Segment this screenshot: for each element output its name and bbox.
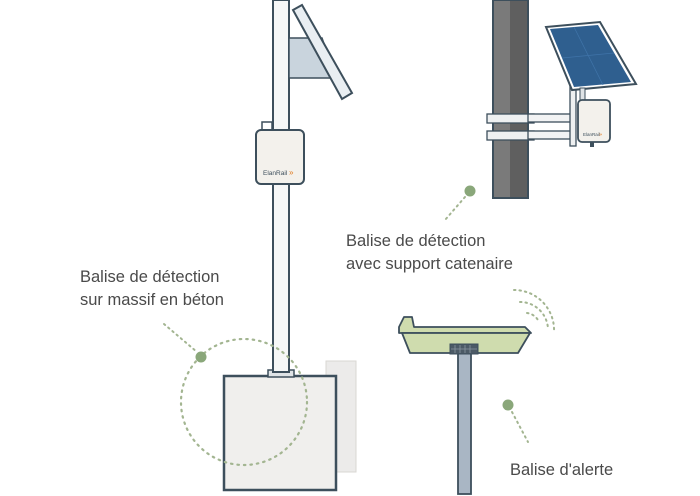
alert-housing-top	[398, 316, 532, 334]
detection-box-logo: ElanRail	[583, 132, 600, 137]
cable-gland	[590, 142, 594, 147]
catenary-mount-beacon: ElanRail »	[444, 0, 638, 221]
logo-glyph-icon: »	[289, 168, 294, 177]
label-line: Balise d'alerte	[510, 461, 614, 479]
label-line: sur massif en béton	[80, 291, 224, 309]
support-arm	[527, 113, 574, 123]
pointer-dot	[502, 399, 514, 411]
pointer-dot	[464, 185, 476, 197]
alert-pole	[457, 347, 472, 495]
pointer-dot	[195, 351, 207, 363]
label-massif-beton: Balise de détection sur massif en béton	[80, 266, 224, 312]
pointer-line	[163, 323, 198, 353]
clamp-lower	[486, 130, 535, 141]
pole	[272, 0, 290, 373]
solar-panel	[291, 3, 354, 101]
alert-beacon	[398, 288, 556, 495]
detection-box	[255, 129, 305, 185]
label-line: Balise de détection	[346, 232, 486, 250]
pointer-line	[444, 196, 466, 221]
solar-panel-cells	[550, 25, 631, 87]
signal-wave-icon	[513, 288, 556, 333]
signal-wave-icon	[519, 301, 549, 331]
concrete-mount-beacon: ElanRail »	[163, 0, 357, 492]
detection-box-logo: ElanRail	[263, 170, 288, 177]
panel-cell-line	[561, 52, 615, 59]
highlight-circle	[179, 337, 309, 467]
label-line: avec support catenaire	[346, 255, 513, 273]
alert-housing	[401, 332, 531, 354]
pointer-line	[511, 411, 529, 443]
clamp-upper	[486, 113, 535, 124]
signal-wave-icon	[526, 312, 540, 323]
logo-glyph-icon: »	[599, 132, 602, 138]
label-line: Balise de détection	[80, 268, 220, 286]
label-balise-alerte: Balise d'alerte	[510, 459, 613, 482]
support-arm-lower	[527, 130, 574, 140]
panel-cell-line	[573, 26, 604, 86]
concrete-block	[222, 374, 338, 492]
catenary-pole-shadow	[510, 1, 527, 197]
label-support-catenaire: Balise de détection avec support catenai…	[346, 230, 513, 276]
